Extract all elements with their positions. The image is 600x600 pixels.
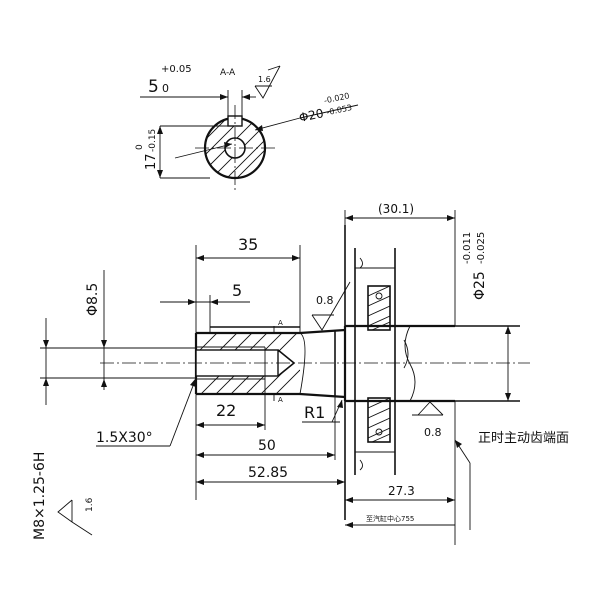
keyway-width-tol-upper: +0.05: [161, 64, 192, 75]
dim-phi25-tol-upper: -0.011: [462, 232, 473, 264]
roughness-symbol-bottom: 0.8: [412, 401, 444, 439]
gear-housing: [344, 225, 396, 520]
radius-r1: R1: [304, 403, 325, 422]
keyway-width-tol-lower: 0: [162, 82, 169, 95]
shaft-diameter-value: Φ20: [298, 106, 325, 125]
roughness-symbol-top: 0.8: [311, 281, 351, 331]
key-depth-tol-lower: -0.15: [148, 129, 158, 152]
dim-35: 35: [238, 235, 258, 254]
chamfer-label: 1.5X30°: [96, 430, 153, 446]
roughness-symbol-thread: 1.6: [57, 497, 95, 536]
roughness-symbol-section: 1.6: [254, 65, 281, 99]
dim-phi25: Φ25: [472, 271, 488, 300]
dim-27-3: 27.3: [388, 484, 415, 498]
key-depth-tol-upper: 0: [135, 144, 145, 150]
dim-50: 50: [258, 438, 276, 454]
key-depth-value: 17: [144, 153, 159, 170]
dim-phi8-5: Φ8.5: [85, 283, 101, 316]
seal-bottom: [367, 397, 391, 443]
section-view-a-a: 5 +0.05 0 A-A 1.6 Φ20 -0.020 -0.053 17: [135, 64, 359, 190]
thread-roughness-value: 1.6: [85, 497, 95, 512]
roughness-0-8-top: 0.8: [316, 294, 334, 307]
dim-thread: M8×1.25-6H: [32, 452, 48, 540]
dim-phi25-tol-lower: -0.025: [476, 232, 487, 264]
dim-52-85: 52.85: [248, 465, 288, 481]
section-mark-bottom: A: [278, 396, 283, 404]
note-timing-gear: 正时主动齿端面: [478, 431, 569, 446]
note-cylinder-center: 至汽缸中心755: [366, 514, 414, 523]
seal-top: [367, 285, 391, 331]
dim-30-1: (30.1): [378, 202, 414, 216]
roughness-0-8-bottom: 0.8: [424, 426, 442, 439]
section-label: A-A: [220, 68, 236, 78]
keyway-width-value: 5: [148, 77, 159, 97]
dim-22: 22: [216, 401, 236, 420]
section-roughness-value: 1.6: [258, 75, 271, 84]
shaft-diameter-tol-lower: -0.053: [326, 103, 353, 117]
section-mark-top: A: [278, 319, 283, 327]
main-view: (30.1) 35 5 Φ8.5 M8×1.25-6H: [32, 202, 569, 545]
dim-5: 5: [232, 281, 242, 300]
